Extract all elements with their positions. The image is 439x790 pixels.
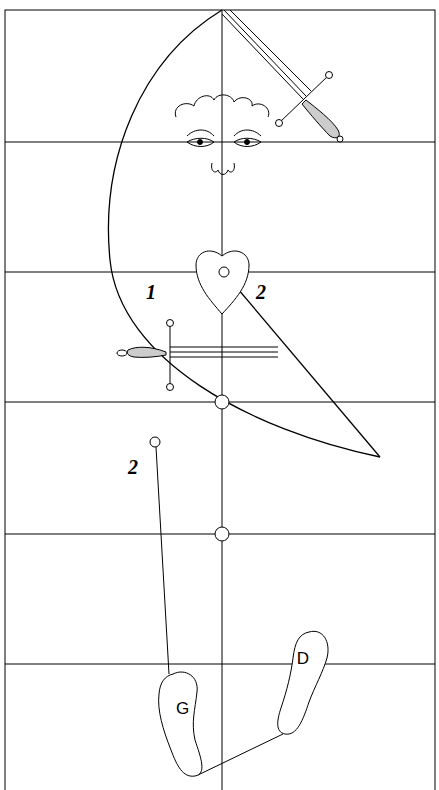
sword-guard-end bbox=[326, 72, 333, 79]
eye bbox=[234, 138, 261, 146]
grid-line bbox=[5, 142, 435, 143]
foot-shape bbox=[159, 672, 202, 776]
callout-number: 1 bbox=[146, 282, 156, 302]
pupil bbox=[198, 140, 203, 145]
sword-blade bbox=[230, 10, 311, 91]
sword-grip bbox=[302, 100, 339, 138]
sword-blade bbox=[222, 14, 303, 99]
heart bbox=[196, 251, 249, 314]
frame bbox=[5, 10, 435, 790]
eye bbox=[187, 138, 214, 146]
pupil bbox=[245, 140, 250, 145]
thrust-line bbox=[227, 276, 380, 457]
sword-blade bbox=[170, 357, 278, 358]
grid-line bbox=[5, 664, 435, 665]
mouth bbox=[212, 163, 235, 175]
sword-pommel bbox=[337, 136, 343, 142]
sword-guard-end bbox=[167, 320, 174, 327]
hair bbox=[175, 95, 268, 117]
sword-guard bbox=[170, 324, 171, 386]
eyebrow bbox=[234, 130, 261, 136]
sword-guard-end bbox=[276, 120, 283, 127]
callout-number: 2 bbox=[256, 282, 266, 302]
target-point bbox=[219, 267, 229, 277]
point-marker bbox=[215, 395, 229, 409]
cut-arc bbox=[108, 10, 380, 457]
foot-outline bbox=[273, 628, 333, 738]
foot-letter: G bbox=[176, 700, 189, 717]
foot-line bbox=[156, 447, 169, 674]
foot-outline bbox=[155, 670, 210, 778]
foot-letter: D bbox=[297, 650, 309, 667]
sword-blade bbox=[224, 10, 306, 96]
sword-guard-end bbox=[167, 384, 174, 391]
sword-pommel bbox=[117, 350, 127, 356]
foot: G bbox=[155, 670, 210, 778]
sword-grip bbox=[127, 347, 166, 357]
target-point bbox=[150, 437, 160, 447]
sword-blade bbox=[170, 347, 278, 348]
callout-number: 2 bbox=[128, 457, 138, 477]
foot: D bbox=[273, 628, 333, 738]
foot-shape bbox=[278, 631, 328, 734]
eyebrow bbox=[187, 130, 214, 136]
stance-line bbox=[198, 734, 283, 775]
sword-blade bbox=[170, 352, 278, 353]
point-marker bbox=[215, 527, 229, 541]
